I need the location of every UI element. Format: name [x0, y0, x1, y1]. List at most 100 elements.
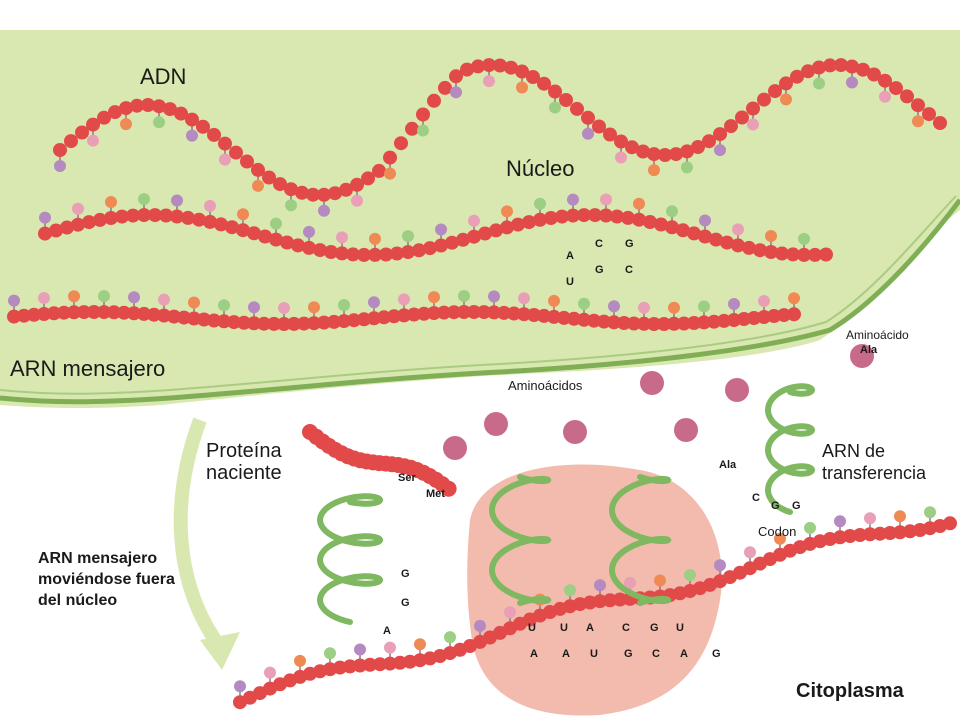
backbone-bead	[324, 245, 338, 259]
nucleotide-base	[834, 515, 846, 528]
backbone-bead	[559, 93, 573, 107]
backbone-bead	[236, 223, 250, 238]
nucleotide-base	[518, 292, 530, 305]
nucleotide-base	[714, 559, 726, 572]
backbone-bead	[775, 246, 789, 261]
nucleotide-base	[714, 144, 726, 157]
backbone-bead	[632, 212, 646, 227]
nucleotide-base	[158, 293, 170, 306]
backbone-bead	[383, 150, 397, 165]
backbone-bead	[555, 209, 569, 224]
backbone-bead	[467, 229, 481, 244]
nucleotide-base	[8, 294, 20, 307]
nucleotide-base	[474, 619, 486, 632]
backbone-bead	[115, 209, 129, 224]
backbone-bead	[889, 81, 903, 96]
nucleotide-base	[758, 295, 770, 307]
backbone-bead	[104, 211, 118, 225]
backbone-bead	[97, 305, 111, 320]
amino-acid	[640, 371, 664, 395]
nucleotide-base	[483, 75, 495, 88]
nucleotide-base	[186, 129, 198, 142]
nucleotide-base	[681, 161, 693, 174]
nucleus-region	[0, 30, 960, 409]
aminoacids-label: Aminoácidos	[508, 378, 583, 393]
nucleotide-base	[308, 301, 320, 314]
backbone-bead	[363, 657, 377, 672]
cytoplasm-label: Citoplasma	[796, 680, 904, 702]
nucleotide-base	[728, 298, 740, 310]
backbone-bead	[764, 245, 778, 259]
backbone-bead	[407, 307, 421, 322]
backbone-bead	[522, 215, 536, 230]
backbone-bead	[834, 58, 848, 73]
backbone-bead	[581, 110, 595, 125]
backbone-bead	[71, 217, 85, 232]
backbone-bead	[217, 314, 231, 329]
rna-base-g: G	[595, 264, 604, 276]
backbone-bead	[159, 208, 173, 223]
backbone-bead	[307, 316, 321, 331]
mrna-label: ARN mensajero	[10, 356, 166, 381]
backbone-bead	[327, 314, 341, 329]
backbone-bead	[724, 119, 738, 134]
backbone-bead	[493, 58, 507, 73]
backbone-bead	[845, 59, 859, 74]
backbone-bead	[291, 238, 305, 253]
nucleotide-base	[270, 217, 282, 230]
nucleotide-base	[633, 197, 645, 210]
backbone-bead	[258, 229, 272, 244]
nucleotide-base	[624, 576, 636, 589]
backbone-bead	[687, 226, 701, 241]
codon-1: A	[530, 648, 538, 660]
trna-codon-base-2: G	[771, 500, 780, 512]
anticodon-1: U	[528, 622, 536, 634]
backbone-bead	[49, 223, 63, 238]
backbone-bead	[269, 232, 283, 247]
nucleotide-base	[813, 77, 825, 90]
backbone-bead	[676, 223, 690, 238]
backbone-bead	[87, 305, 101, 319]
codon-2: A	[562, 648, 570, 660]
backbone-bead	[819, 247, 833, 262]
amino-acid	[674, 418, 698, 442]
backbone-bead	[438, 80, 452, 95]
nucleotide-base	[846, 76, 858, 89]
nucleotide-base	[578, 297, 590, 310]
nucleotide-base	[87, 134, 99, 147]
backbone-bead	[383, 656, 397, 671]
backbone-bead	[713, 127, 727, 142]
anticodon-3: A	[586, 622, 594, 634]
nucleotide-base	[336, 231, 348, 244]
backbone-bead	[449, 69, 463, 84]
nucleotide-base	[648, 164, 660, 177]
backbone-bead	[757, 92, 771, 107]
backbone-bead	[873, 526, 887, 541]
backbone-bead	[797, 247, 811, 262]
backbone-bead	[262, 170, 276, 185]
nucleotide-base	[39, 211, 51, 224]
backbone-bead	[779, 76, 793, 91]
backbone-bead	[856, 62, 870, 77]
nuclear-membrane-inner	[0, 195, 957, 395]
dna-base-g: G	[625, 238, 634, 250]
nucleotide-base	[264, 666, 276, 679]
backbone-bead	[82, 215, 96, 230]
backbone-bead	[174, 106, 188, 121]
amino-acid	[563, 420, 587, 444]
backbone-bead	[130, 98, 144, 113]
backbone-bead	[511, 217, 525, 232]
nucleotide-base	[501, 205, 513, 218]
nucleus-label: Núcleo	[506, 156, 575, 181]
backbone-bead	[423, 241, 437, 256]
backbone-bead	[853, 528, 867, 542]
protein-bead	[440, 480, 457, 497]
backbone-bead	[717, 313, 731, 328]
nucleotide-base	[582, 127, 594, 140]
backbone-bead	[7, 309, 21, 324]
nucleotide-base	[72, 202, 84, 215]
nucleotide-base	[594, 579, 606, 592]
backbone-bead	[487, 305, 501, 320]
backbone-bead	[697, 315, 711, 330]
backbone-bead	[343, 659, 357, 674]
